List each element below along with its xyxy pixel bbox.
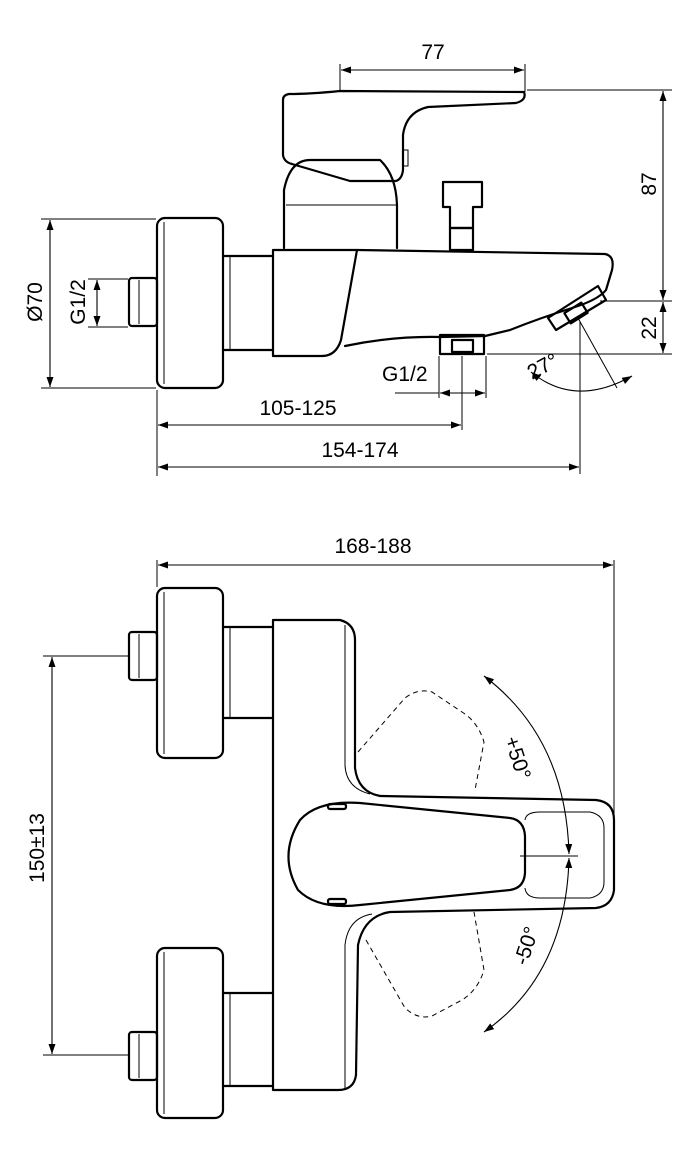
upper-rosette (155, 586, 225, 760)
wall-rosette (155, 216, 225, 390)
lower-rosette (155, 946, 225, 1120)
side-dimensions: 77 87 22 Ø70 G1/2 G1/2 27° (24, 41, 672, 476)
dim-rosette-diameter: Ø70 (24, 282, 47, 322)
dim-rotation-plus: +50° (499, 733, 534, 782)
lever-ghost-minus (365, 911, 485, 1018)
dim-total-width: 168-188 (334, 535, 411, 558)
lever-ghost-plus (357, 690, 485, 791)
mixer-body (271, 248, 359, 358)
dim-rotation-minus: -50° (510, 924, 544, 968)
diverter-knob (441, 180, 484, 230)
dim-handle-width: 77 (421, 41, 444, 64)
dim-depth-outlet: 105-125 (259, 397, 336, 420)
lever-handle-top (287, 801, 527, 908)
cartridge-housing (282, 158, 399, 250)
top-dimensions: 168-188 150±13 +50° -50° (26, 535, 615, 1056)
side-view (127, 89, 614, 390)
lever-handle (281, 89, 526, 183)
dim-depth-spout: 154-174 (321, 439, 398, 462)
dim-spout-height: 87 (638, 172, 661, 195)
dim-inlet-thread: G1/2 (67, 279, 90, 325)
dim-inlet-spacing: 150±13 (26, 813, 49, 883)
dim-outlet-height: 22 (638, 316, 661, 339)
diverter-nut (438, 333, 486, 356)
top-view (127, 586, 616, 1120)
aerator-outlet (546, 284, 608, 332)
dim-outlet-thread: G1/2 (382, 363, 428, 386)
mixer-body-top (271, 618, 616, 1092)
spout (343, 248, 614, 348)
inlet-stub (127, 276, 159, 328)
